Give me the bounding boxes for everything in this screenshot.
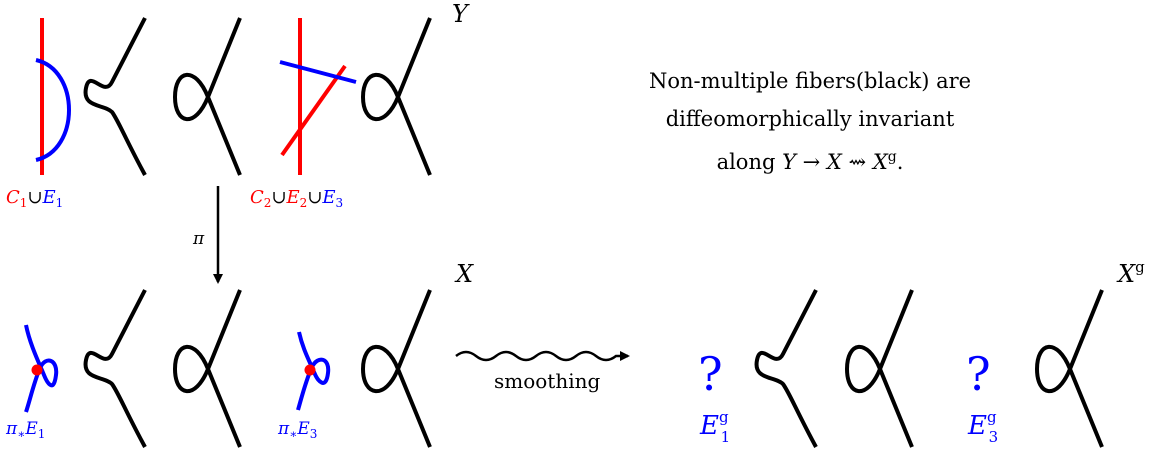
curve-E1 <box>35 58 71 162</box>
label-smoothing: smoothing <box>494 369 601 393</box>
nodal-fiber <box>844 289 914 448</box>
node-point <box>31 364 43 376</box>
label-piE3: π∗E3 <box>277 419 317 441</box>
caption-line-3: along Y → X ⇝ Xg. <box>716 149 904 174</box>
label-Xg: Xg <box>1116 258 1145 288</box>
question-mark: ? <box>966 347 991 401</box>
cusp-fiber <box>83 289 147 448</box>
caption: Non-multiple fibers(black) are diffeomor… <box>610 62 1010 181</box>
label-pi: π <box>192 229 205 249</box>
cusp-fiber <box>754 289 818 448</box>
curve-piE1 <box>24 324 59 413</box>
label-C2-cup-E2-cup-E3: C2∪E2∪E3 <box>250 187 343 210</box>
nodal-fiber <box>360 289 432 448</box>
nodal-fiber <box>360 17 432 176</box>
question-mark: ? <box>698 347 723 401</box>
smoothing-arrow <box>455 350 630 362</box>
nodal-fiber <box>172 289 242 448</box>
nodal-fiber <box>172 17 242 176</box>
nodal-fiber <box>1034 289 1104 448</box>
curve-E3 <box>279 60 357 84</box>
label-X: X <box>454 260 474 288</box>
curve-piE3 <box>296 331 331 411</box>
label-C1-cup-E1: C1∪E1 <box>6 187 63 210</box>
cusp-fiber <box>83 17 147 176</box>
label-piE1: π∗E1 <box>5 419 45 441</box>
label-Y: Y <box>452 0 470 28</box>
caption-line-2: diffeomorphically invariant <box>665 107 955 131</box>
caption-line-1: Non-multiple fibers(black) are <box>648 69 972 93</box>
curve-E2 <box>280 64 347 157</box>
node-point <box>304 364 316 376</box>
